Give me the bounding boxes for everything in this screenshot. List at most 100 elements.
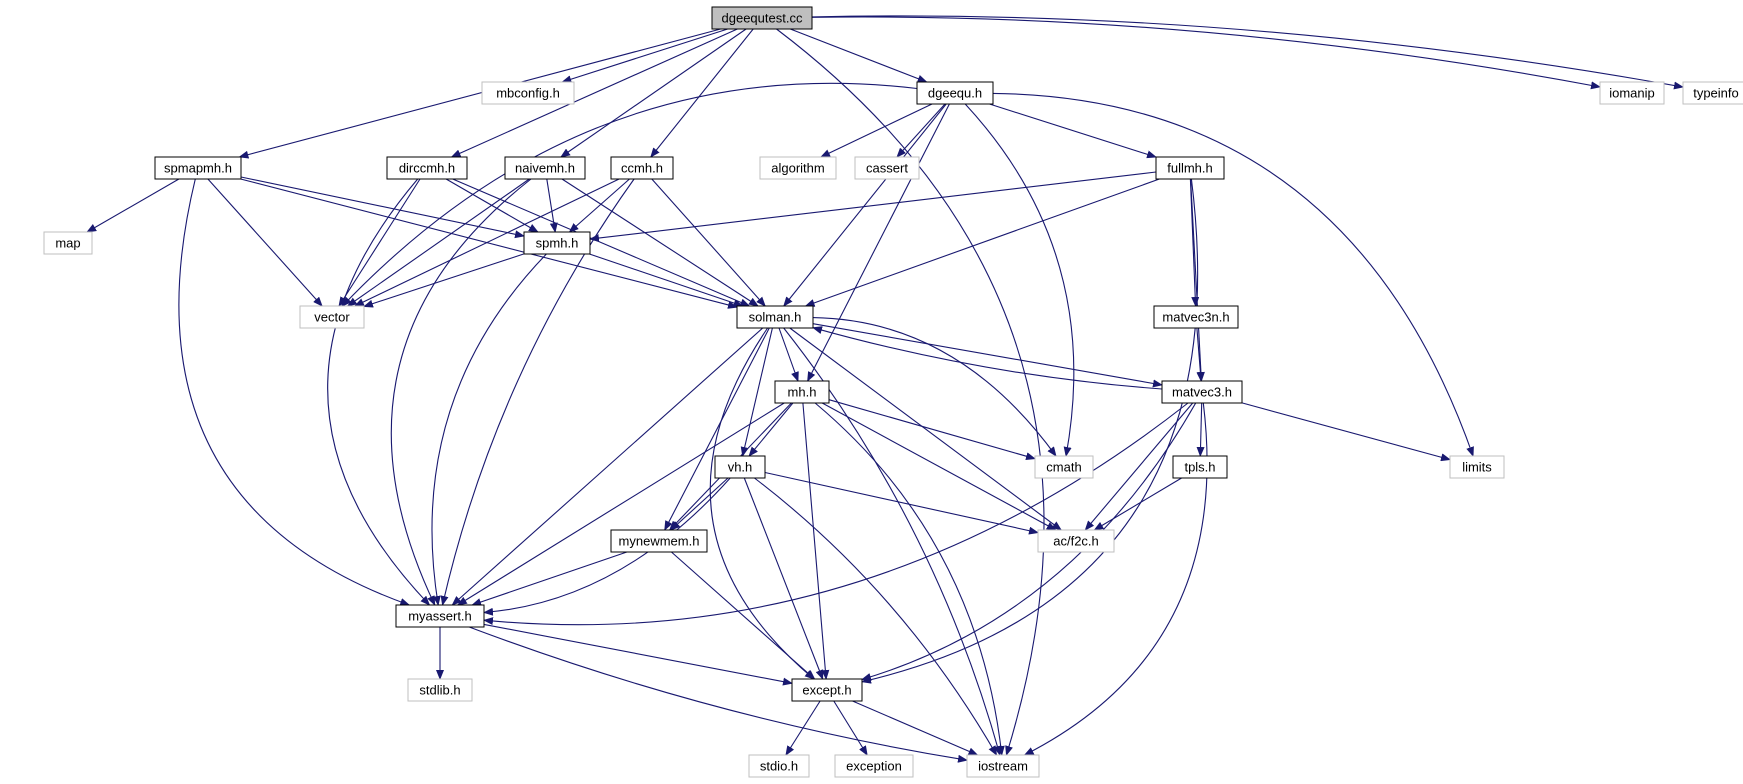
node-label: tpls.h bbox=[1184, 459, 1215, 474]
edge-mh_h-to-vh_h bbox=[748, 402, 794, 457]
node-map: map bbox=[43, 231, 93, 255]
node-vector: vector bbox=[299, 305, 365, 329]
edge-dgeequ_h-to-vector bbox=[341, 82, 918, 307]
edge-ccmh_h-to-solman_h bbox=[651, 178, 766, 307]
node-box bbox=[610, 156, 674, 180]
edge-myassert_h-to-except_h bbox=[483, 623, 793, 686]
node-stdlib-h: stdlib.h bbox=[407, 678, 473, 702]
node-label: ccmh.h bbox=[621, 160, 663, 175]
edge-spmapmh_h-to-myassert_h bbox=[178, 178, 411, 606]
node-box bbox=[791, 678, 863, 702]
edge-fullmh_h-to-spmh_h bbox=[589, 171, 1157, 243]
edge-matvec3n_h-to-matvec3_h bbox=[1196, 327, 1205, 382]
edge-dirccmh_h-to-myassert_h bbox=[327, 178, 431, 606]
node-box bbox=[711, 6, 813, 30]
node-label: mbconfig.h bbox=[496, 85, 560, 100]
edge-ccmh_h-to-myassert_h bbox=[440, 178, 635, 606]
node-label: cmath bbox=[1046, 459, 1081, 474]
edge-except_h-to-exception bbox=[833, 700, 868, 756]
node-exception: exception bbox=[834, 754, 914, 778]
node-tpls-h[interactable]: tpls.h bbox=[1172, 455, 1228, 479]
edge-dgeequtest_cc-to-naivemh_h bbox=[560, 28, 747, 158]
node-spmapmh-h[interactable]: spmapmh.h bbox=[154, 156, 242, 180]
node-dgeequtest-cc[interactable]: dgeequtest.cc bbox=[711, 6, 813, 30]
node-box bbox=[736, 305, 814, 329]
edge-matvec3_h-to-myassert_h bbox=[483, 402, 1189, 626]
node-cmath: cmath bbox=[1034, 455, 1094, 479]
node-box bbox=[299, 305, 365, 329]
edge-mh_h-to-ac_f2c_h bbox=[821, 402, 1057, 531]
edge-dgeequtest_cc-to-iostream bbox=[776, 28, 1045, 756]
node-iostream: iostream bbox=[966, 754, 1040, 778]
edge-matvec3_h-to-except_h bbox=[861, 402, 1197, 681]
node-label: dirccmh.h bbox=[399, 160, 455, 175]
edge-dgeequtest_cc-to-ccmh_h bbox=[650, 28, 754, 158]
node-label: spmh.h bbox=[536, 235, 579, 250]
edge-dgeequ_h-to-cassert bbox=[896, 103, 946, 158]
node-ccmh-h[interactable]: ccmh.h bbox=[610, 156, 674, 180]
node-box bbox=[1172, 455, 1228, 479]
edge-dgeequ_h-to-solman_h bbox=[783, 103, 947, 307]
node-label: matvec3.h bbox=[1172, 384, 1232, 399]
node-matvec3n-h[interactable]: matvec3n.h bbox=[1153, 305, 1239, 329]
node-label: cassert bbox=[866, 160, 908, 175]
node-box bbox=[966, 754, 1040, 778]
node-label: stdio.h bbox=[760, 758, 798, 773]
node-spmh-h[interactable]: spmh.h bbox=[523, 231, 591, 255]
edge-dgeequtest_cc-to-typeinfo bbox=[811, 15, 1684, 90]
edge-matvec3_h-to-tpls_h bbox=[1196, 402, 1205, 457]
node-box bbox=[1599, 81, 1665, 105]
node-label: typeinfo bbox=[1693, 85, 1739, 100]
node-vh-h[interactable]: vh.h bbox=[714, 455, 766, 479]
node-fullmh-h[interactable]: fullmh.h bbox=[1155, 156, 1225, 180]
node-label: fullmh.h bbox=[1167, 160, 1213, 175]
node-box bbox=[834, 754, 914, 778]
edge-spmapmh_h-to-map bbox=[86, 178, 180, 233]
edge-mh_h-to-myassert_h bbox=[456, 402, 785, 606]
edge-ccmh_h-to-spmh_h bbox=[568, 178, 630, 233]
edge-ccmh_h-to-vector bbox=[353, 178, 620, 307]
edge-solman_h-to-mynewmem_h bbox=[664, 327, 770, 531]
node-label: myassert.h bbox=[408, 608, 472, 623]
node-limits: limits bbox=[1449, 455, 1505, 479]
edge-vh_h-to-ac_f2c_h bbox=[764, 471, 1039, 535]
node-box bbox=[395, 604, 485, 628]
edge-fullmh_h-to-except_h bbox=[861, 178, 1199, 684]
node-label: vector bbox=[314, 309, 350, 324]
node-mynewmem-h[interactable]: mynewmem.h bbox=[610, 529, 708, 553]
node-myassert-h[interactable]: myassert.h bbox=[395, 604, 485, 628]
node-box bbox=[1153, 305, 1239, 329]
node-box bbox=[774, 380, 830, 404]
node-solman-h[interactable]: solman.h bbox=[736, 305, 814, 329]
edge-matvec3_h-to-ac_f2c_h bbox=[1084, 402, 1194, 531]
edge-solman_h-to-vh_h bbox=[740, 327, 773, 457]
edge-mynewmem_h-to-except_h bbox=[671, 551, 816, 680]
node-label: ac/f2c.h bbox=[1053, 533, 1099, 548]
node-label: dgeequtest.cc bbox=[722, 10, 803, 25]
node-box bbox=[504, 156, 586, 180]
edge-naivemh_h-to-myassert_h bbox=[390, 178, 532, 606]
node-except-h[interactable]: except.h bbox=[791, 678, 863, 702]
node-box bbox=[854, 156, 920, 180]
edge-tpls_h-to-ac_f2c_h bbox=[1093, 477, 1182, 531]
node-matvec3-h[interactable]: matvec3.h bbox=[1161, 380, 1243, 404]
node-label: limits bbox=[1462, 459, 1492, 474]
edge-dgeequ_h-to-cmath bbox=[964, 103, 1075, 457]
edge-myassert_h-to-iostream bbox=[469, 626, 968, 763]
node-dirccmh-h[interactable]: dirccmh.h bbox=[386, 156, 468, 180]
node-label: map bbox=[55, 235, 80, 250]
edge-matvec3_h-to-solman_h bbox=[812, 326, 1163, 390]
edge-dgeequ_h-to-limits bbox=[992, 92, 1474, 457]
node-dgeequ-h[interactable]: dgeequ.h bbox=[916, 81, 994, 105]
edge-naivemh_h-to-spmh_h bbox=[546, 178, 558, 233]
node-label: stdlib.h bbox=[419, 682, 460, 697]
edge-dgeequtest_cc-to-mbconfig_h bbox=[561, 28, 728, 84]
node-mh-h[interactable]: mh.h bbox=[774, 380, 830, 404]
edge-except_h-to-stdio_h bbox=[785, 700, 821, 756]
node-box bbox=[1034, 455, 1094, 479]
edge-dirccmh_h-to-solman_h bbox=[452, 178, 751, 307]
node-label: dgeequ.h bbox=[928, 85, 982, 100]
node-label: except.h bbox=[802, 682, 851, 697]
node-naivemh-h[interactable]: naivemh.h bbox=[504, 156, 586, 180]
